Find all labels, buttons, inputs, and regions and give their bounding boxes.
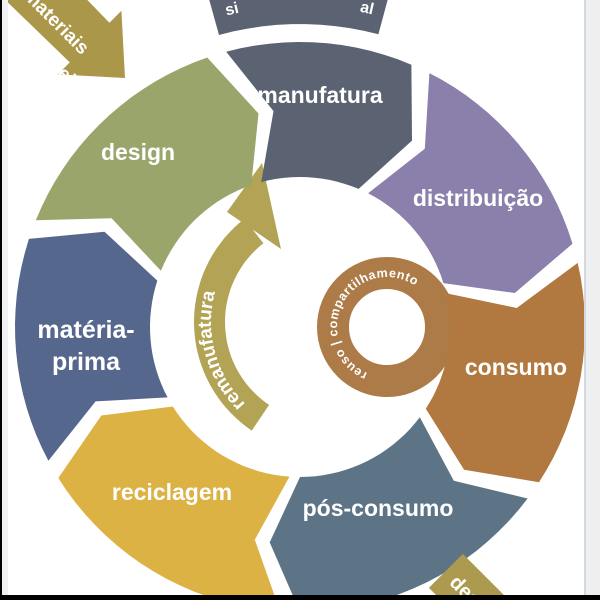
top-arc bbox=[209, 0, 388, 35]
segment-label-distribuicao: distribuição bbox=[413, 185, 543, 211]
top-arc-right-text: al bbox=[359, 0, 376, 18]
remanufatura-arrow bbox=[194, 218, 270, 431]
segment-distribuicao bbox=[368, 73, 573, 293]
segment-label-pos-consumo: pós-consumo bbox=[303, 495, 454, 521]
reuse-ring bbox=[317, 257, 457, 397]
segment-label-consumo: consumo bbox=[465, 354, 567, 380]
segment-label-materia-prima: matéria-prima bbox=[37, 316, 134, 376]
viewer-left-margin bbox=[2, 0, 8, 600]
viewer-side-panel bbox=[584, 0, 600, 600]
segment-materia-prima bbox=[15, 231, 168, 461]
segment-consumo bbox=[425, 262, 585, 483]
segment-design bbox=[35, 57, 259, 271]
top-arc-left-text: si bbox=[224, 0, 241, 19]
segment-label-manufatura: manufatura bbox=[257, 82, 382, 108]
renewables-arrow bbox=[5, 0, 125, 78]
viewer-left-edge bbox=[0, 0, 2, 600]
segment-label-design: design bbox=[101, 139, 175, 165]
segment-reciclagem bbox=[58, 406, 290, 600]
segment-label-reciclagem: reciclagem bbox=[112, 479, 232, 505]
remanufatura-arrowhead bbox=[227, 163, 281, 249]
viewer-bottom-edge bbox=[0, 595, 600, 600]
segment-manufatura bbox=[226, 42, 412, 189]
